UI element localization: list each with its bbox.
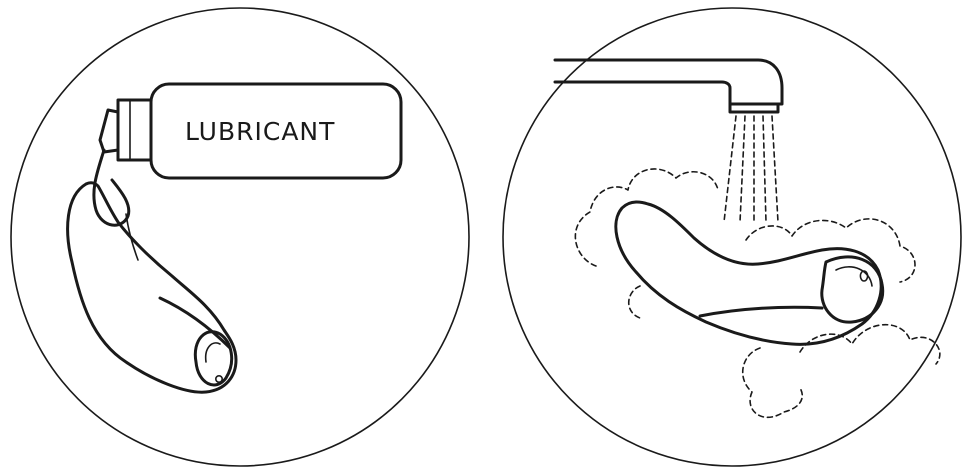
faucet-icon bbox=[555, 60, 782, 112]
water-stream-1 bbox=[724, 116, 736, 222]
suds-cloud-bottom-right bbox=[800, 325, 940, 364]
left-panel-circle bbox=[11, 8, 469, 466]
device-contour-line bbox=[700, 307, 822, 316]
device-tip bbox=[195, 332, 231, 385]
device-button bbox=[216, 376, 222, 382]
suds-fragment-left bbox=[629, 286, 640, 318]
right-panel bbox=[503, 8, 961, 466]
bottle-label: LUBRICANT bbox=[185, 117, 335, 146]
lubricant-bottle-icon: LUBRICANT bbox=[100, 84, 401, 178]
right-panel-circle bbox=[503, 8, 961, 466]
soap-suds-icon bbox=[575, 169, 940, 417]
device-tip-highlight bbox=[836, 267, 872, 286]
water-stream-5 bbox=[772, 116, 778, 222]
water-stream-icon bbox=[724, 116, 778, 222]
device-tip-highlight bbox=[206, 343, 220, 362]
suds-cloud-bottom-left bbox=[743, 348, 803, 417]
device-body bbox=[68, 183, 236, 393]
left-panel: LUBRICANT bbox=[11, 8, 469, 466]
water-stream-4 bbox=[763, 116, 766, 222]
device-icon bbox=[616, 202, 883, 344]
water-stream-2 bbox=[740, 116, 745, 222]
faucet-spout bbox=[555, 60, 782, 104]
device-icon bbox=[68, 183, 236, 393]
suds-cloud-top-right bbox=[746, 219, 915, 282]
suds-cloud-top-left bbox=[575, 169, 718, 266]
device-body bbox=[616, 202, 881, 344]
bottle-nozzle bbox=[100, 110, 118, 152]
drip-icon bbox=[94, 150, 138, 260]
bottle-cap bbox=[118, 100, 151, 160]
